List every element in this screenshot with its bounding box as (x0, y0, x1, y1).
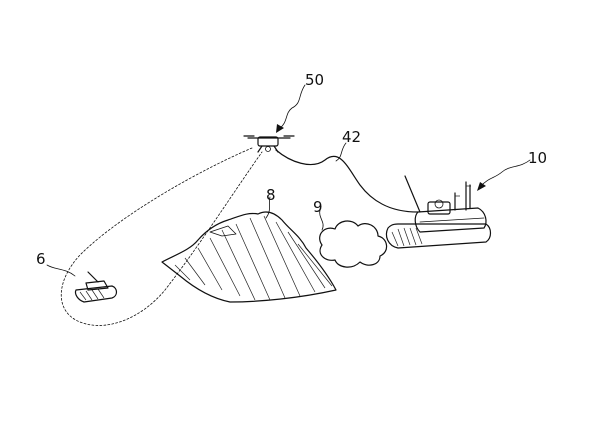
leader-10 (480, 159, 531, 187)
drone-icon (243, 135, 295, 153)
label-cloud-9: 9 (313, 198, 323, 216)
cloud-icon (319, 220, 388, 268)
label-drone-50: 50 (305, 71, 324, 89)
leader-8 (265, 196, 271, 219)
leader-42 (335, 142, 347, 162)
leader-10-arrow (477, 182, 486, 191)
tracked-vehicle-icon (385, 175, 492, 249)
label-cable-42: 42 (342, 128, 361, 146)
tether-cable (275, 149, 419, 213)
label-target-6: 6 (36, 250, 46, 268)
mountain-terrain (161, 211, 337, 303)
leader-9 (319, 209, 324, 231)
leader-6 (46, 264, 76, 277)
target-vehicle-icon (74, 271, 118, 303)
leader-50 (279, 84, 306, 129)
label-vehicle-10: 10 (528, 149, 547, 167)
sensor-footprint-dashed (60, 147, 263, 326)
leader-50-arrow (276, 124, 284, 133)
label-mountain-8: 8 (266, 186, 276, 204)
